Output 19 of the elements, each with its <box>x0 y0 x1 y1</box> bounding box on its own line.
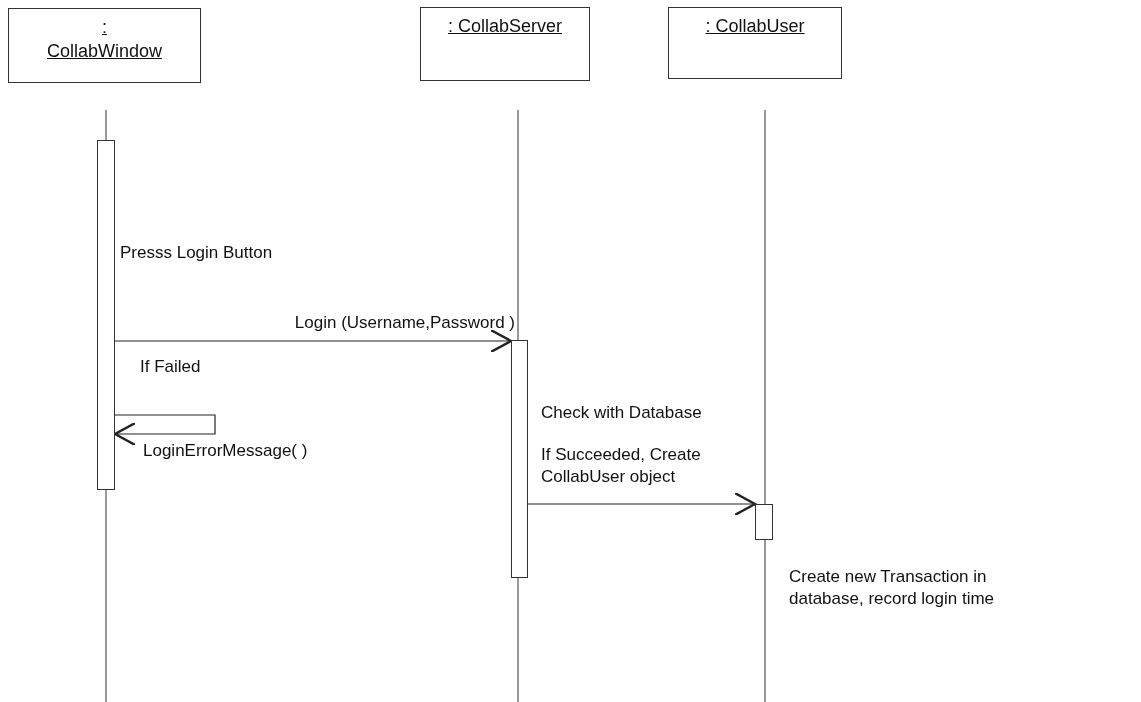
note-text: Check with Database <box>541 402 702 424</box>
object-name: : CollabServer <box>447 15 562 38</box>
object-box <box>420 7 590 81</box>
message-label: If Succeeded, Create CollabUser object <box>541 444 702 489</box>
object-box <box>668 7 842 79</box>
note-text: If Failed <box>140 356 201 378</box>
object-box <box>8 8 201 83</box>
message-label: Login (Username,Password ) <box>293 312 515 334</box>
activation-bar <box>511 340 528 578</box>
object-name: : CollabUser <box>705 15 805 38</box>
activation-bar <box>755 504 773 540</box>
object-name: : CollabWindow <box>46 16 162 64</box>
activation-bar <box>97 140 115 490</box>
message-arrow <box>527 491 757 517</box>
note-text: Create new Transaction in database, record login time <box>789 566 996 611</box>
message-arrow <box>113 414 216 447</box>
message-arrow <box>114 328 513 354</box>
message-label: LoginErrorMessage( ) <box>143 440 309 462</box>
note-text: Presss Login Button <box>120 242 273 264</box>
